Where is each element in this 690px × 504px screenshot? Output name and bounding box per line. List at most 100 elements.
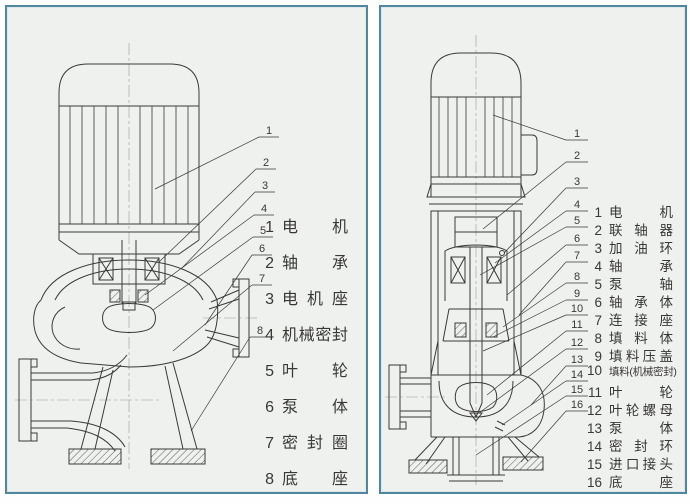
centerlines xyxy=(15,43,259,469)
part-number: 13 xyxy=(586,421,602,436)
part-number: 11 xyxy=(587,385,602,400)
part-label: 电机 xyxy=(609,205,673,220)
parts-list-row: 11 叶轮 xyxy=(584,381,677,400)
part-label: 轴承 xyxy=(282,255,348,272)
callout-number: 9 xyxy=(574,288,580,300)
parts-list-row: 8 底座 xyxy=(260,465,348,488)
callout-number: 3 xyxy=(574,176,580,188)
parts-list-row: 2 轴承 xyxy=(260,249,348,272)
callout-number: 4 xyxy=(574,199,580,211)
part-label: 叶轮 xyxy=(609,385,673,400)
callout-number: 7 xyxy=(574,250,580,262)
parts-list-row: 4 轴承 xyxy=(584,255,677,274)
part-label: 底座 xyxy=(282,471,348,488)
part-number: 5 xyxy=(265,363,274,380)
part-label: 泵体 xyxy=(609,421,673,436)
part-number: 12 xyxy=(586,403,602,418)
part-label: 机械密封 xyxy=(282,327,348,344)
part-label: 进口接头 xyxy=(609,457,673,472)
right-pump-drawing: 1 2 3 4 5 6 7 8 9 10 11 12 13 14 15 16 xyxy=(385,35,588,485)
parts-list-row: 13 泵体 xyxy=(584,417,677,436)
parts-list-row: 4 机械密封 xyxy=(260,321,348,344)
centerlines xyxy=(385,35,477,485)
parts-list-row: 15 进口接头 xyxy=(584,453,677,472)
callout-number: 15 xyxy=(571,384,583,396)
callout-number: 13 xyxy=(571,354,583,366)
part-label: 泵体 xyxy=(282,399,348,416)
right-callout-numbers: 1 2 3 4 5 6 7 8 9 10 11 12 13 14 15 16 xyxy=(571,128,583,411)
parts-list-row: 8 填料体 xyxy=(584,327,677,346)
part-label: 泵轴 xyxy=(609,277,673,292)
part-label: 填料体 xyxy=(609,331,673,346)
part-number: 14 xyxy=(586,439,602,454)
parts-list-row: 1 电机 xyxy=(260,213,348,236)
part-number: 1 xyxy=(594,205,602,220)
callout-number: 4 xyxy=(261,203,267,215)
part-number: 8 xyxy=(594,331,602,346)
part-label: 叶轮螺母 xyxy=(609,403,673,418)
parts-list-row: 10 填料(机械密封) xyxy=(584,363,677,378)
part-number: 7 xyxy=(594,313,602,328)
parts-list-row: 7 连接座 xyxy=(584,309,677,328)
callout-number: 8 xyxy=(257,325,263,337)
callout-number: 11 xyxy=(571,319,582,331)
part-number: 6 xyxy=(265,399,274,416)
part-label: 轴承 xyxy=(609,259,673,274)
part-number: 15 xyxy=(586,457,602,472)
callout-number: 1 xyxy=(574,128,580,140)
callout-number: 6 xyxy=(259,243,265,255)
part-number: 3 xyxy=(265,291,274,308)
part-number: 2 xyxy=(265,255,274,272)
parts-list-row: 14 密封环 xyxy=(584,435,677,454)
motor-fins xyxy=(438,97,513,177)
part-number: 4 xyxy=(594,259,602,274)
parts-list-row: 1 电机 xyxy=(584,201,677,220)
callout-number: 12 xyxy=(571,337,583,349)
callout-number: 10 xyxy=(571,303,583,315)
part-label: 填料压盖 xyxy=(609,349,673,364)
part-label: 密封圈 xyxy=(282,435,348,452)
callout-number: 3 xyxy=(262,180,268,192)
part-number: 4 xyxy=(265,327,274,344)
pump-outline xyxy=(388,52,545,482)
part-number: 10 xyxy=(586,363,602,378)
callout-number: 5 xyxy=(574,215,580,227)
parts-list-row: 5 叶轮 xyxy=(260,357,348,380)
part-number: 2 xyxy=(594,223,602,238)
callout-number: 5 xyxy=(260,225,266,237)
right-diagram-panel: 1 2 3 4 5 6 7 8 9 10 11 12 13 14 15 16 1… xyxy=(379,5,687,494)
parts-list-row: 2 联轴器 xyxy=(584,219,677,238)
part-number: 5 xyxy=(594,277,602,292)
parts-list-row: 5 泵轴 xyxy=(584,273,677,292)
parts-list-row: 6 泵体 xyxy=(260,393,348,416)
part-number: 6 xyxy=(594,295,602,310)
part-number: 3 xyxy=(594,241,602,256)
part-label: 填料(机械密封) xyxy=(609,366,677,378)
callout-number: 2 xyxy=(263,157,269,169)
part-label: 密封环 xyxy=(609,439,673,454)
part-label: 叶轮 xyxy=(282,363,348,380)
callout-number: 7 xyxy=(259,273,265,285)
part-number: 8 xyxy=(265,471,274,488)
part-label: 联轴器 xyxy=(609,223,673,238)
part-number: 7 xyxy=(265,435,274,452)
part-label: 电机 xyxy=(282,219,348,236)
callout-number: 1 xyxy=(266,125,272,137)
right-callout-leaders xyxy=(475,114,588,463)
pump-outline xyxy=(18,63,250,465)
part-label: 连接座 xyxy=(609,313,673,328)
callout-number: 16 xyxy=(571,399,583,411)
part-number: 1 xyxy=(265,219,274,236)
part-number: 16 xyxy=(586,475,602,490)
callout-number: 8 xyxy=(574,271,580,283)
left-pump-drawing: 1 2 3 4 5 6 7 8 xyxy=(15,43,279,469)
